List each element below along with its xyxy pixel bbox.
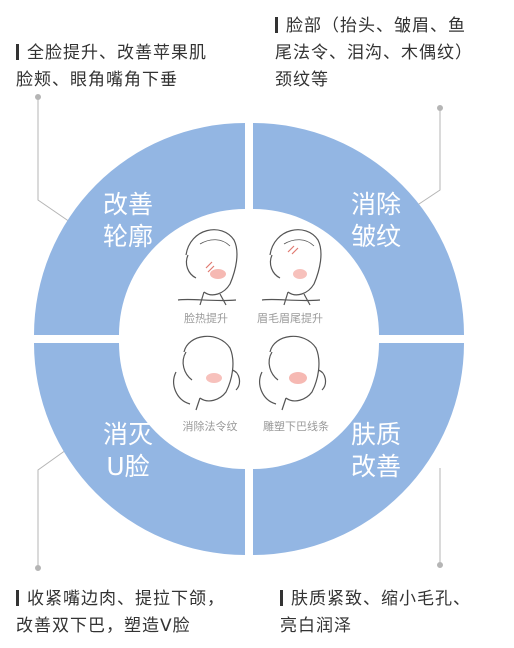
face-lift-icon [177,229,238,306]
quadrant-bottom-right [253,343,464,555]
quadrant-bottom-left [34,343,245,555]
caption-line: 收紧嘴边肉、提拉下颌， [27,589,225,609]
caption-line: 改善双下巴，塑造V脸 [16,616,191,636]
quad-label-bottom-right-2: 改善 [351,452,401,481]
face-caption: 脸热提升 [184,311,228,325]
caption-bottom-left: 收紧嘴边肉、提拉下颌， 改善双下巴，塑造V脸 [16,586,266,640]
connector-top-left [37,97,71,223]
quad-label-top-left-1: 改善 [103,190,153,219]
caption-line: 颈纹等 [275,70,329,90]
caption-marker [275,17,278,33]
connector-top-right [409,108,441,211]
jawline-icon [259,335,327,411]
face-caption: 雕塑下巴线条 [263,419,329,433]
face-caption: 眉毛眉尾提升 [257,312,323,325]
quad-label-top-left-2: 轮廓 [103,222,153,251]
caption-line: 脸颊、眼角嘴角下垂 [16,70,178,90]
caption-bottom-right: 肤质紧致、缩小毛孔、 亮白润泽 [280,586,512,640]
connector-bottom-left [37,449,67,568]
quadrant-top-right [253,123,464,335]
nasolabial-icon [173,335,241,411]
caption-top-right: 脸部（抬头、皱眉、鱼 尾法令、泪沟、木偶纹） 颈纹等 [275,13,507,94]
quad-label-top-right-2: 皱纹 [351,222,401,251]
brow-lift-icon [261,229,322,306]
face-caption: 消除法令纹 [183,419,238,433]
quadrant-top-left [34,123,245,335]
caption-line: 脸部（抬头、皱眉、鱼 [286,16,466,36]
caption-top-left: 全脸提升、改善苹果肌 脸颊、眼角嘴角下垂 [16,40,246,94]
connector-lines [35,94,443,571]
ring [34,123,464,555]
caption-line: 肤质紧致、缩小毛孔、 [291,589,471,609]
caption-line: 亮白润泽 [280,616,352,636]
caption-marker [16,590,19,606]
caption-line: 全脸提升、改善苹果肌 [27,43,207,63]
quad-label-bottom-right-1: 肤质 [351,420,401,449]
quad-label-bottom-left-1: 消灭 [103,420,153,449]
quad-label-top-right-1: 消除 [351,190,401,219]
caption-line: 尾法令、泪沟、木偶纹） [275,43,473,63]
caption-marker [280,590,283,606]
caption-marker [16,44,19,60]
quad-label-bottom-left-2: U脸 [106,452,149,481]
